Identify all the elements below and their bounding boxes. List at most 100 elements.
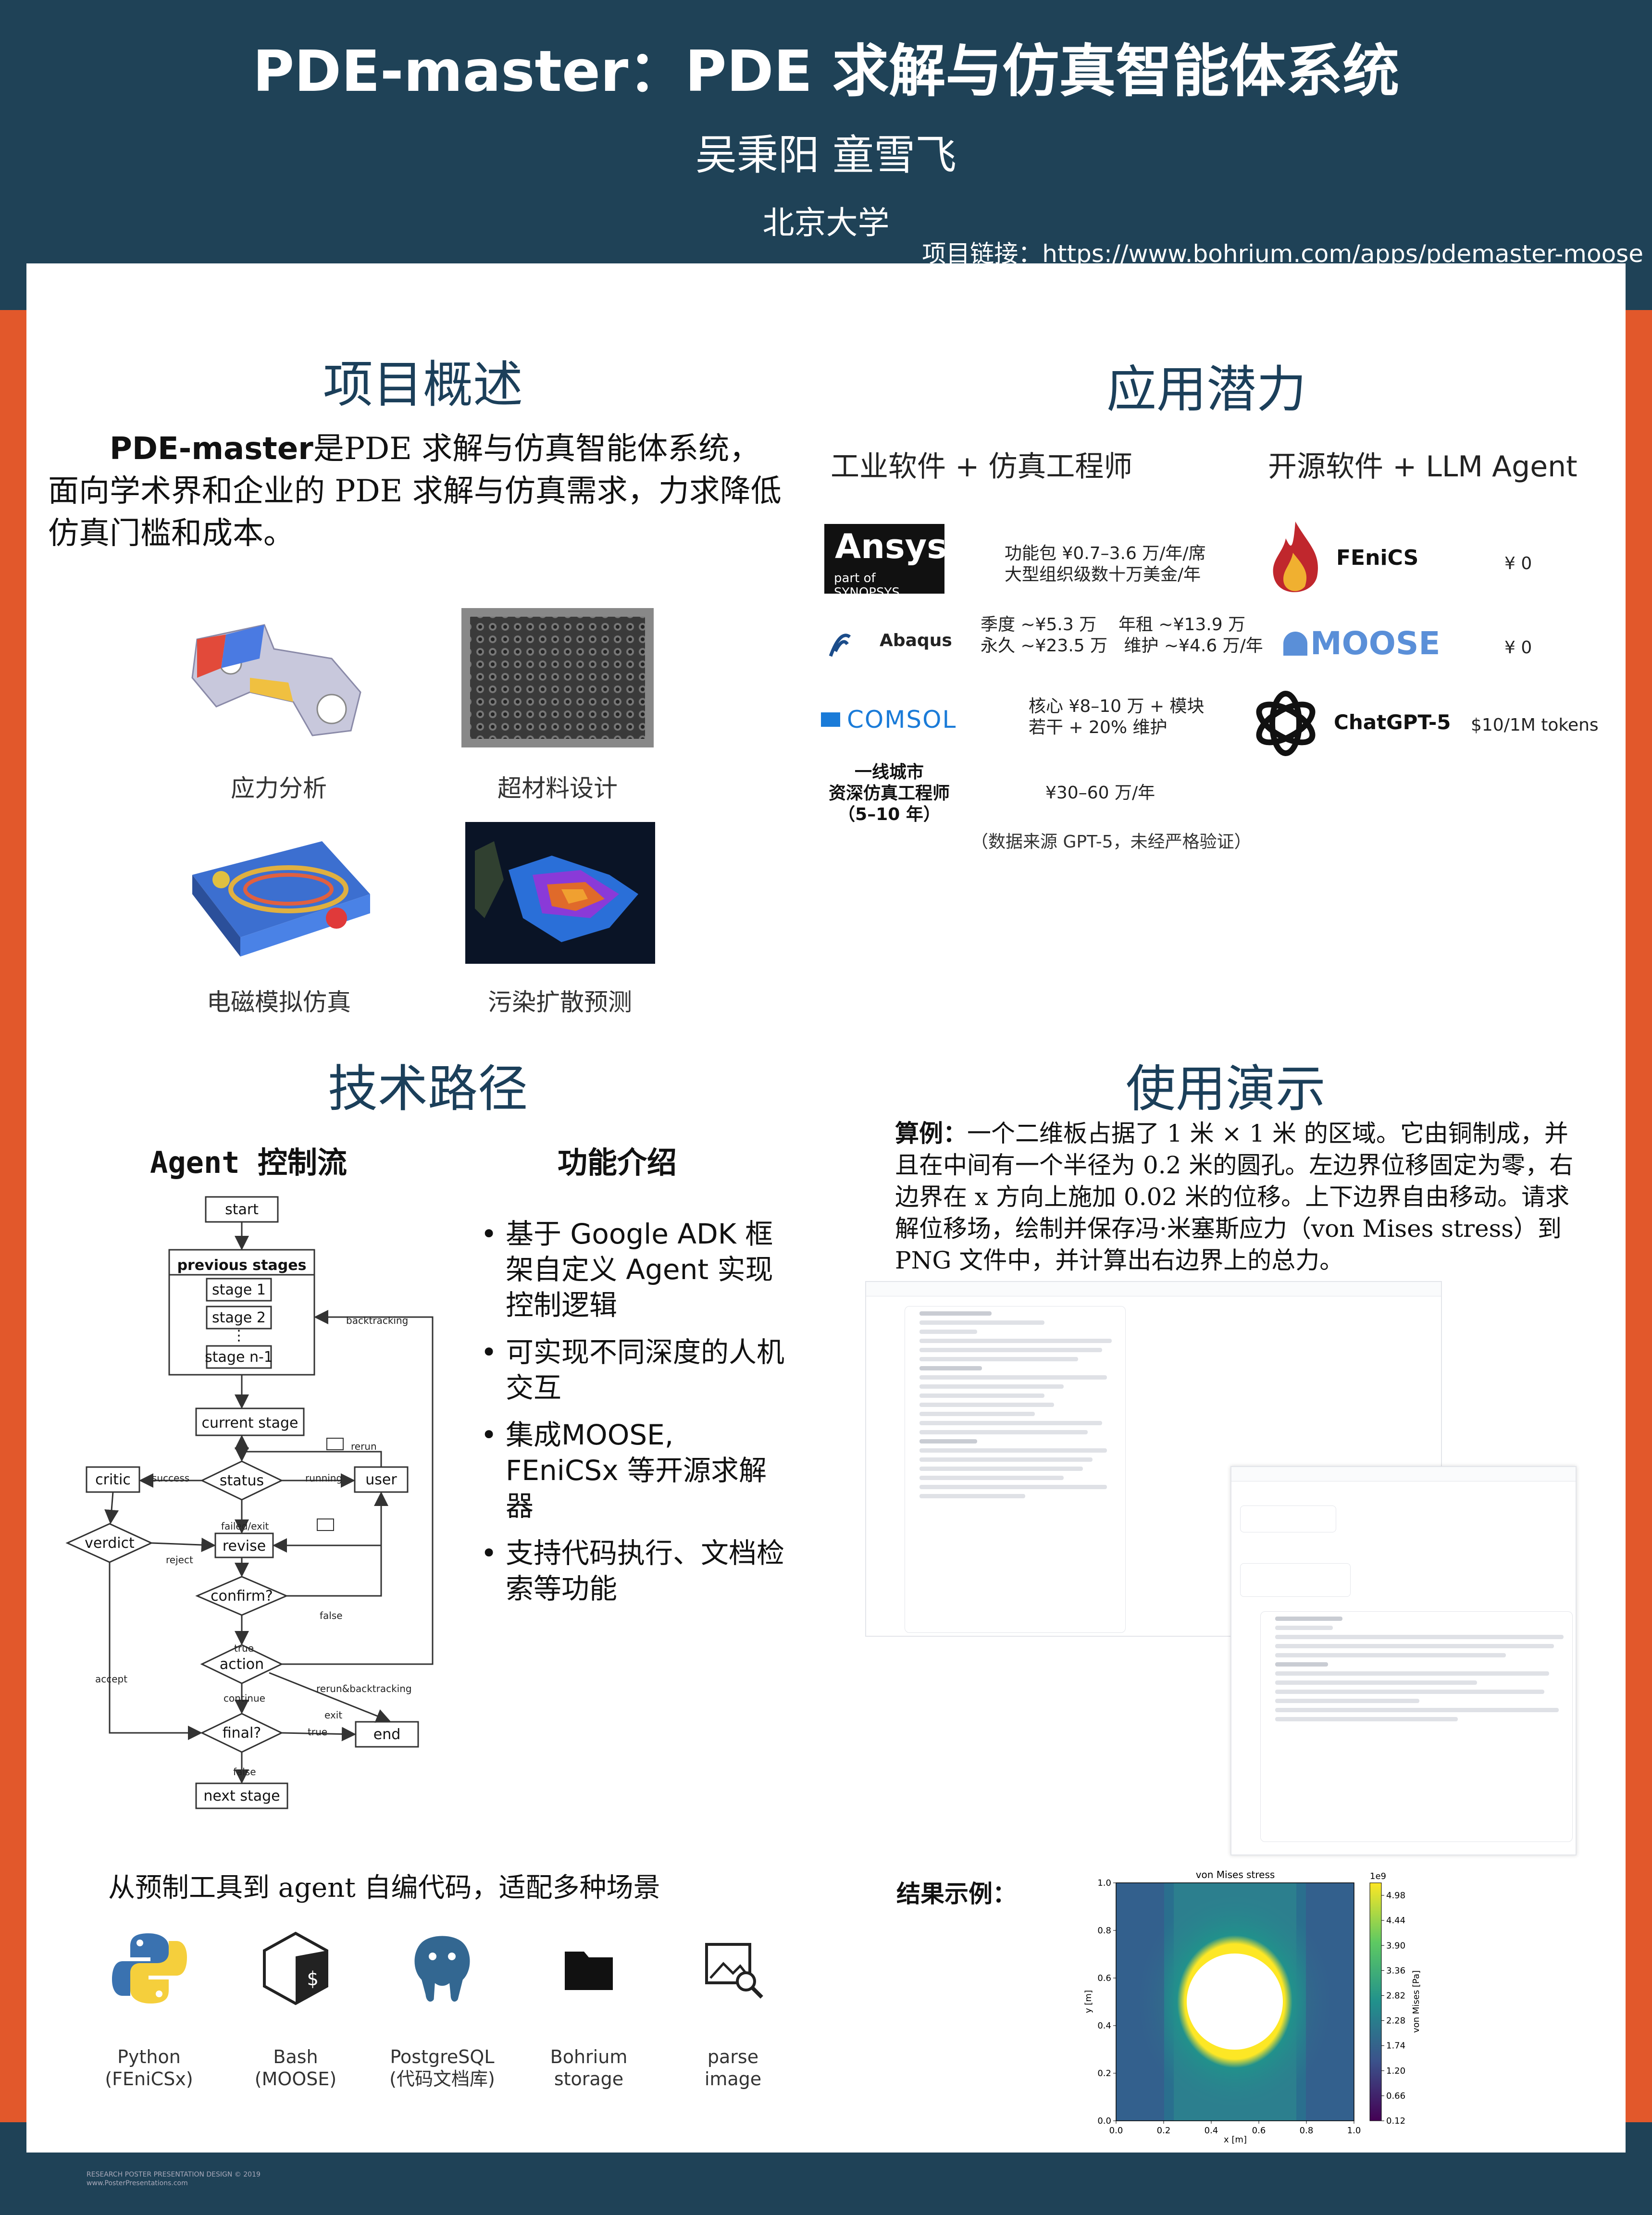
colorbar-scale: 1e9 — [1370, 1871, 1386, 1881]
features-heading: 功能介绍 — [558, 1145, 677, 1180]
edge-exit: exit — [324, 1709, 342, 1721]
y-tick-label: 0.0 — [1097, 2116, 1111, 2126]
chat-screenshot-2 — [1230, 1466, 1577, 1855]
authors: 吴秉阳 童雪飞 — [695, 131, 957, 179]
colorbar-tick-label: 4.98 — [1386, 1891, 1405, 1901]
label-end: end — [373, 1726, 401, 1743]
affiliation: 北京大学 — [762, 204, 890, 241]
engineer-label: 一线城市 资深仿真工程师 （5–10 年） — [828, 762, 950, 824]
label-stage-n1: stage n-1 — [205, 1349, 273, 1366]
label-action: action — [220, 1656, 264, 1673]
label-verdict: verdict — [85, 1535, 135, 1552]
node-stage-n1 — [206, 1345, 272, 1369]
overview-heading: 项目概述 — [323, 355, 523, 414]
edge-false-confirm: false — [320, 1610, 343, 1621]
comsol-mark-icon — [821, 712, 840, 727]
colorbar-tick-label: 3.36 — [1386, 1966, 1405, 1976]
bash-icon: $ — [263, 1931, 328, 2005]
label-previous: previous stages — [177, 1257, 307, 1274]
demo-example: 算例：一个二维板占据了 1 米 × 1 米 的区域。它由铜制成，并且在中间有一个… — [895, 1118, 1577, 1276]
x-tick-label: 0.8 — [1300, 2126, 1314, 2136]
label-current: current stage — [201, 1415, 298, 1431]
colorbar-tick-label: 2.28 — [1386, 2016, 1405, 2026]
label-dots: ⋮ — [232, 1327, 246, 1344]
label-next: next stage — [203, 1788, 280, 1804]
x-tick-label: 0.2 — [1157, 2126, 1171, 2136]
edge-rerun: rerun — [351, 1441, 377, 1452]
colorbar-ticks: 0.120.661.201.742.282.823.363.904.444.98 — [1381, 1891, 1405, 2126]
demo-heading: 使用演示 — [1125, 1059, 1326, 1118]
label-revise: revise — [223, 1538, 266, 1555]
agent-control-flow-diagram: start previous stages stage 1 stage 2 ⋮ … — [65, 1196, 434, 1809]
feature-list: 基于 Google ADK 框架自定义 Agent 实现控制逻辑 可实现不同深度… — [481, 1216, 788, 1618]
chatgpt-name: ChatGPT-5 — [1334, 710, 1451, 734]
x-tick-label: 0.0 — [1109, 2126, 1123, 2136]
app-pollution: 污染扩散预测 — [464, 822, 656, 1024]
edge-true-final: true — [308, 1726, 327, 1738]
engineer-price: ¥30–60 万/年 — [1045, 783, 1155, 803]
fenics-flame-icon — [1273, 522, 1318, 592]
footer: RESEARCH POSTER PRESENTATION DESIGN © 20… — [87, 2171, 261, 2187]
overview-text: PDE-master是PDE 求解与仿真智能体系统，面向学术界和企业的 PDE … — [48, 428, 783, 555]
ansys-price: 功能包 ¥0.7–3.6 万/年/席 大型组织级数十万美金/年 — [1005, 544, 1206, 585]
colorbar-tick-label: 1.20 — [1386, 2066, 1405, 2076]
image-search-icon — [705, 1943, 763, 1999]
y-axis-label: y [m] — [1083, 1990, 1093, 2013]
label-start: start — [225, 1201, 259, 1218]
app-stress: 应力分析 — [178, 606, 380, 808]
metamaterial-image — [461, 608, 654, 747]
stress-part-image — [191, 624, 361, 736]
tool-python: Python(FEniCSx) — [91, 1928, 207, 2090]
app-metamaterial-label: 超材料设计 — [497, 774, 618, 802]
mail-icon-2 — [317, 1518, 334, 1531]
app-pollution-label: 污染扩散预测 — [488, 988, 632, 1016]
label-status: status — [220, 1472, 264, 1489]
feature-item: 基于 Google ADK 框架自定义 Agent 实现控制逻辑 — [481, 1216, 788, 1323]
moose-logo: MOOSE — [1283, 625, 1441, 662]
potential-heading: 应用潜力 — [1106, 360, 1306, 419]
node-stage-2 — [206, 1306, 272, 1330]
label-stage-2: stage 2 — [212, 1309, 266, 1326]
label-critic: critic — [95, 1471, 131, 1488]
y-tick-label: 0.2 — [1097, 2068, 1111, 2078]
app-metamaterial: 超材料设计 — [461, 608, 654, 810]
tool-python-label: Python(FEniCSx) — [105, 2046, 193, 2090]
label-stage-1: stage 1 — [212, 1282, 266, 1298]
colorbar-tick-label: 3.90 — [1386, 1941, 1405, 1951]
comsol-price: 核心 ¥8–10 万 + 模块 若干 + 20% 维护 — [1029, 697, 1205, 737]
node-next-stage — [195, 1782, 288, 1809]
poster-header: PDE-master：PDE 求解与仿真智能体系统 吴秉阳 童雪飞 北京大学 项… — [0, 0, 1652, 269]
chatgpt-price: $10/1M tokens — [1471, 715, 1599, 735]
edge-reject: reject — [166, 1554, 193, 1566]
poster-title: PDE-master：PDE 求解与仿真智能体系统 — [252, 38, 1400, 104]
colorbar-tick-label: 0.12 — [1386, 2116, 1405, 2126]
tools-heading: 从预制工具到 agent 自编代码，适配多种场景 — [108, 1872, 660, 1904]
result-label: 结果示例： — [896, 1880, 1017, 1908]
abaqus-logo — [826, 627, 855, 663]
svg-text:$: $ — [307, 1968, 318, 1990]
edge-continue: continue — [224, 1692, 265, 1704]
tool-postgresql-label: PostgreSQL(代码文档库) — [389, 2046, 495, 2090]
x-axis-label: x [m] — [1224, 2135, 1247, 2144]
comsol-logo: COMSOL — [821, 706, 956, 734]
colorbar-tick-label: 1.74 — [1386, 2041, 1405, 2051]
ansys-logo: Ansys part of SYNOPSYS — [824, 524, 947, 600]
edge-rerun-backtracking: rerun&backtracking — [316, 1683, 412, 1694]
chart-title: von Mises stress — [1196, 1869, 1275, 1880]
colorbar-label: von Mises [Pa] — [1411, 1970, 1421, 2033]
node-end — [355, 1721, 419, 1748]
app-em: 电磁模拟仿真 — [178, 822, 380, 1024]
fenics-logo — [1264, 519, 1327, 603]
tool-bash: $ Bash(MOOSE) — [238, 1928, 353, 2090]
openai-icon — [1256, 691, 1316, 756]
y-tick-label: 0.4 — [1097, 2021, 1111, 2031]
y-tick-label: 0.6 — [1097, 1973, 1111, 1983]
demo-example-label: 算例： — [895, 1120, 967, 1147]
project-link[interactable]: 项目链接：https://www.bohrium.com/apps/pdemas… — [922, 240, 1643, 268]
abaqus-price: 季度 ~¥5.3 万 年租 ~¥13.9 万 永久 ~¥23.5 万 维护 ~¥… — [981, 615, 1263, 656]
price-source-note: （数据来源 GPT-5，未经严格验证） — [971, 832, 1252, 852]
